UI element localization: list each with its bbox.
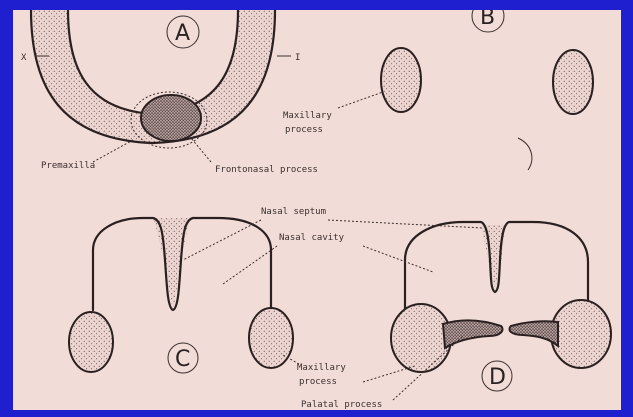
panel-d: D: [391, 222, 611, 391]
panel-d-maxillary-left: [391, 304, 451, 372]
embryology-figure: X I A B Maxillary process: [13, 10, 621, 410]
panel-c-maxillary-right: [249, 308, 293, 368]
figure-drawing: X I A B Maxillary process: [13, 10, 621, 410]
panel-a: X I A: [21, 10, 300, 148]
panel-c-letter: C: [175, 347, 190, 372]
nasal-cavity-label: Nasal cavity: [279, 233, 345, 243]
panel-d-palatal-right: [510, 321, 559, 346]
maxillary-process-label-bottom-line2: process: [299, 377, 337, 387]
panel-b-maxillary-right: [553, 50, 593, 114]
frontonasal-process-shape: [141, 95, 201, 141]
panel-d-palatal-left: [443, 320, 503, 348]
right-axis-mark: I: [295, 53, 300, 63]
panel-c: C: [69, 218, 293, 373]
palatal-process-label: Palatal process: [301, 400, 382, 410]
panel-d-maxillary-right: [551, 300, 611, 368]
panel-c-maxillary-left: [69, 312, 113, 372]
frontonasal-process-label: Frontonasal process: [215, 165, 318, 175]
left-axis-mark: X: [21, 53, 27, 63]
panel-b-letter: B: [480, 10, 495, 30]
panel-b: B: [381, 10, 593, 170]
premaxilla-label: Premaxilla: [41, 161, 95, 171]
nasal-septum-label: Nasal septum: [261, 207, 326, 217]
panel-a-letter: A: [175, 21, 190, 46]
panel-d-letter: D: [489, 365, 506, 390]
maxillary-process-label-top-line2: process: [285, 125, 323, 135]
maxillary-process-label-bottom-line1: Maxillary: [297, 363, 346, 373]
panel-b-maxillary-left: [381, 48, 421, 112]
maxillary-process-label-top-line1: Maxillary: [283, 111, 332, 121]
bottom-labels: Nasal septum Nasal cavity Maxillary proc…: [183, 207, 483, 410]
stray-mark: [518, 138, 532, 170]
